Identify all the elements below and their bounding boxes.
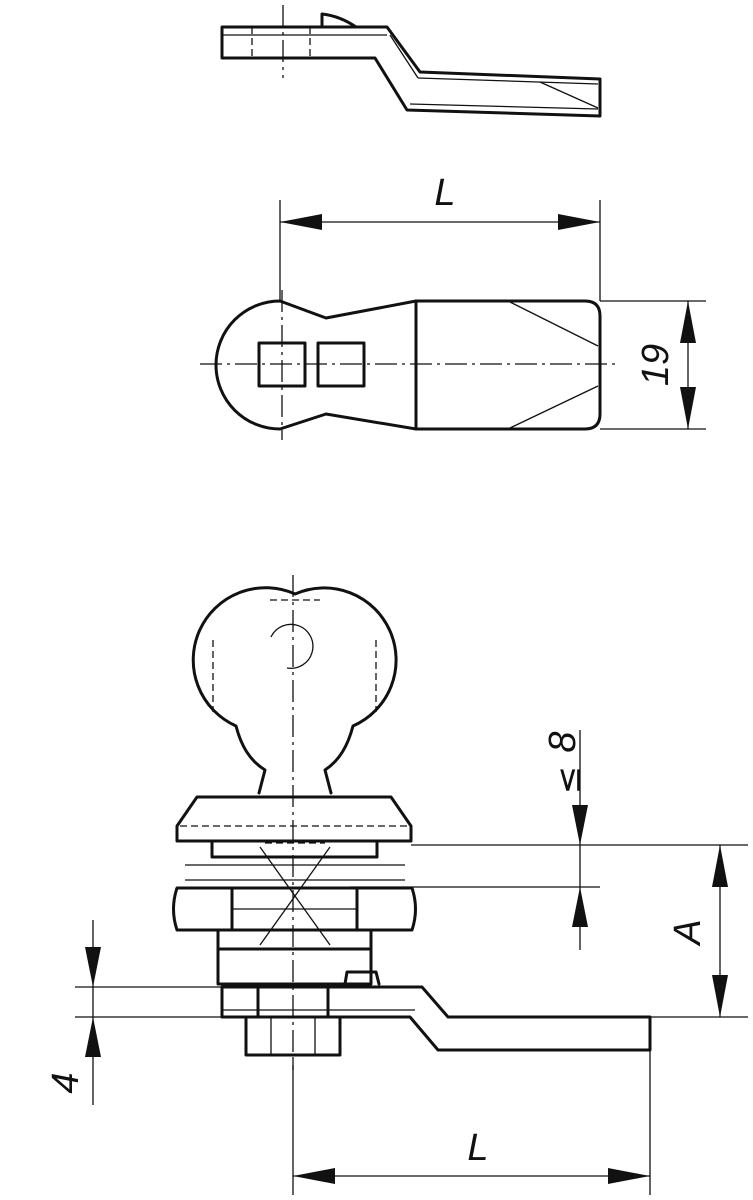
a-label: A xyxy=(667,919,709,946)
thickness-label: 4 xyxy=(45,1072,87,1093)
length-label: L xyxy=(434,172,455,214)
dimension-height-a: A xyxy=(650,845,748,1018)
panel-label: 8 xyxy=(542,731,584,752)
key-icon xyxy=(191,586,398,795)
key-ring xyxy=(270,623,314,669)
length-label-bottom: L xyxy=(467,1127,488,1169)
dimension-panel-thickness: ≤ 8 xyxy=(350,730,748,950)
cam-top-view xyxy=(200,290,620,440)
dimension-cam-thickness: 4 xyxy=(45,920,222,1105)
hex-nut xyxy=(172,886,234,932)
lock-head xyxy=(175,795,413,843)
dimension-length-bottom: L xyxy=(292,1050,651,1195)
width-label: 19 xyxy=(635,344,677,386)
dimension-width: 19 xyxy=(600,300,706,430)
dimension-length-top: L xyxy=(279,172,601,301)
max-symbol: ≤ xyxy=(549,766,589,795)
cam-side-view xyxy=(220,5,602,118)
